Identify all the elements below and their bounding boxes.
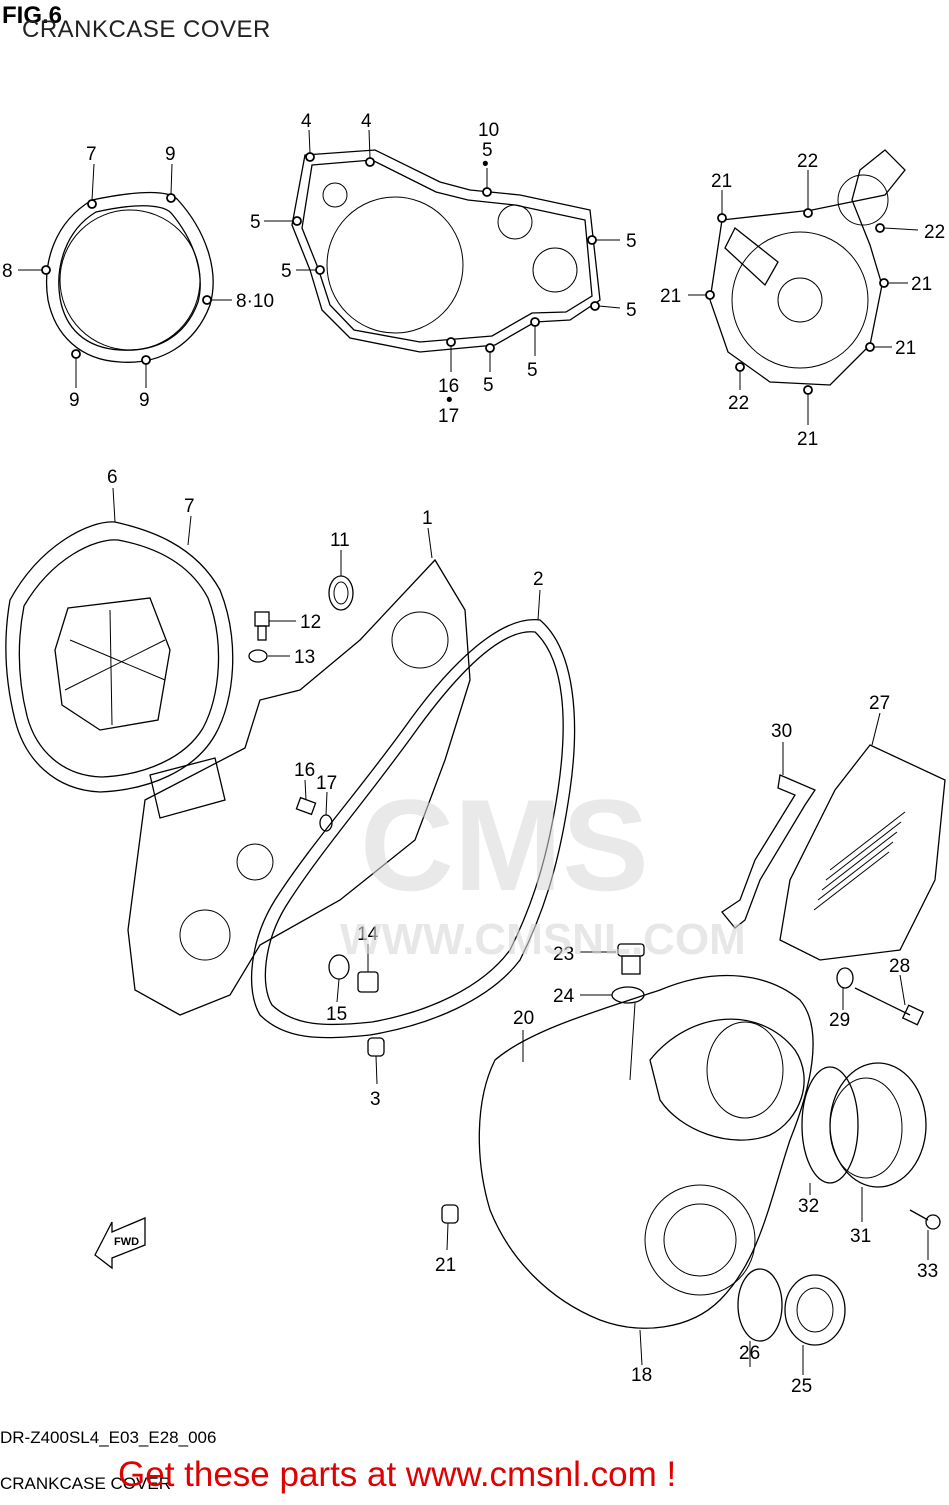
crankcase-cover-gasket-outline: [291, 149, 601, 353]
callout-16a: 16: [438, 376, 459, 397]
callout-22a: 22: [797, 151, 818, 172]
dowel-20: [441, 1204, 459, 1224]
bolt-28: [854, 987, 925, 1026]
callout-32: 32: [798, 1196, 819, 1217]
callout-7: 7: [184, 496, 195, 517]
figure-number: FIG.6: [2, 2, 63, 29]
bolt-12: [254, 611, 270, 641]
crankcase-cover-body-outline: [127, 558, 471, 1016]
callout-4b: 4: [361, 111, 372, 132]
cap-25-outline: [784, 1274, 846, 1346]
callout-17a: 17: [438, 406, 459, 427]
leader-lines: [18, 129, 929, 1375]
callout-26: 26: [739, 1343, 760, 1364]
callout-labels: 4 4 7 9 8 8·10 9 9 5 5 10 5 • 5 5 5 5 16…: [2, 111, 945, 1397]
callout-4a: 4: [301, 111, 312, 132]
callout-22b: 22: [924, 222, 945, 243]
callout-22c: 22: [728, 393, 749, 414]
promo-link[interactable]: Get these parts at www.cmsnl.com !: [118, 1455, 677, 1494]
bolt-16: [295, 796, 317, 816]
callout-11: 11: [330, 530, 350, 551]
sprocket-cover-27-outline: [779, 744, 946, 961]
plug-14: [357, 971, 379, 993]
callout-27: 27: [869, 693, 890, 714]
watermark-url: WWW.CMSNL.COM: [340, 915, 746, 964]
fwd-label: FWD: [114, 1236, 139, 1248]
oil-seal-11: [328, 575, 354, 611]
callout-23: 23: [553, 944, 574, 965]
callout-28: 28: [889, 956, 910, 977]
screw-33: [909, 1209, 941, 1230]
callout-21c: 21: [660, 286, 681, 307]
callout-16b: 16: [294, 760, 315, 781]
callout-5a: 5: [250, 212, 261, 233]
magneto-cover-gasket-outline: [705, 149, 906, 395]
callout-21e: 21: [797, 429, 818, 450]
callout-31: 31: [850, 1226, 871, 1247]
callout-20: 21: [435, 1255, 456, 1276]
large-gasket-outline: [251, 619, 576, 1039]
callout-24: 24: [553, 986, 575, 1007]
o-ring-32: [801, 1066, 859, 1184]
callout-21a: 21: [711, 171, 732, 192]
callout-18: 18: [631, 1365, 652, 1386]
washer-13: [248, 649, 268, 663]
callout-5b: 5: [281, 261, 292, 282]
callout-19: 20: [513, 1008, 534, 1029]
callout-21b: 21: [911, 274, 932, 295]
callout-21d: 21: [895, 338, 916, 359]
callout-6: 6: [107, 467, 118, 488]
callout-33: 33: [917, 1261, 938, 1282]
callout-29: 29: [829, 1010, 850, 1031]
callout-30: 30: [771, 721, 792, 742]
callout-1: 1: [422, 508, 433, 529]
callout-5g: 5: [483, 375, 494, 396]
callout-12: 12: [300, 612, 321, 633]
dowel-3: [367, 1037, 385, 1057]
callout-15: 15: [326, 1004, 347, 1025]
fwd-arrow-icon: FWD: [94, 1217, 146, 1270]
clutch-cover-gasket-outline: [41, 191, 214, 365]
plug-23: [617, 943, 645, 975]
callout-5e: 5: [626, 300, 637, 321]
callout-10: 10: [478, 120, 499, 141]
callout-17b: 17: [316, 773, 337, 794]
callout-9c: 9: [139, 390, 150, 411]
callout-3: 3: [370, 1089, 381, 1110]
callout-13: 13: [294, 647, 315, 668]
guide-30-outline: [721, 774, 816, 929]
footer-label: CRANKCASE COVER: [0, 1474, 171, 1493]
callout-dot-a: •: [482, 154, 489, 175]
o-ring-26: [737, 1268, 783, 1342]
callout-8-10: 8·10: [236, 291, 274, 312]
figure-title: CRANKCASE COVER: [22, 16, 271, 43]
callout-dot-b: •: [446, 390, 453, 411]
callout-2: 2: [533, 569, 544, 590]
callout-8b: 8: [2, 261, 13, 282]
magneto-cover-18-outline: [478, 974, 814, 1329]
callout-25: 25: [791, 1376, 812, 1397]
callout-5c: 5: [482, 140, 493, 161]
callout-9b: 9: [69, 390, 80, 411]
callout-9a: 9: [165, 144, 176, 165]
cover-31-outline: [829, 1062, 927, 1188]
clutch-outer-cover-outline: [5, 521, 234, 793]
callout-8a: 7: [86, 144, 97, 165]
washer-29: [836, 967, 854, 989]
callout-14: 14: [357, 924, 379, 945]
diagram-code: DR-Z400SL4_E03_E28_006: [0, 1428, 217, 1447]
watermark-brand: CMS: [360, 772, 649, 918]
callout-5f: 5: [527, 360, 538, 381]
callout-5d: 5: [626, 231, 637, 252]
